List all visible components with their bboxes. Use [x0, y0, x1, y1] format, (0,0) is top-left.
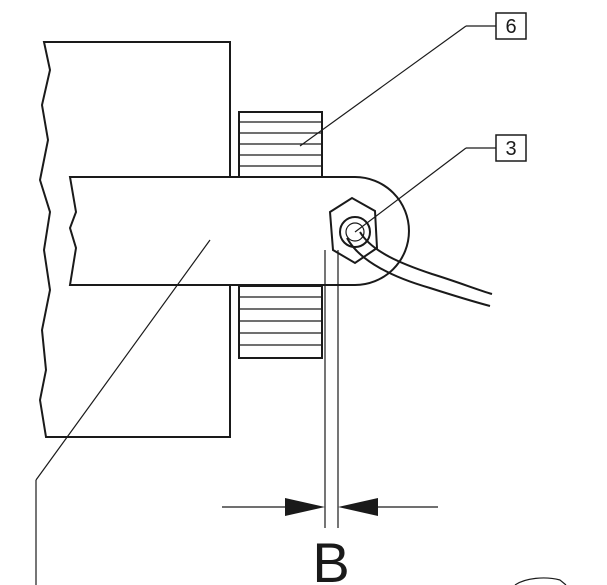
partial-element-bottom-right: [514, 577, 567, 585]
upper-ribbed-spacer: [238, 111, 323, 179]
cable-edge: [359, 231, 493, 295]
callout-6: 6: [299, 12, 527, 147]
callout-6-label: 6: [505, 16, 516, 38]
dimension-arrow-left: [222, 498, 325, 516]
bar-leader-line: [35, 239, 211, 481]
hex-nut: [328, 196, 379, 265]
tie-bar: [68, 176, 410, 286]
callout-3-label: 3: [505, 138, 516, 160]
lower-ribbed-spacer: [238, 285, 323, 359]
dimension-arrow-right: [338, 498, 438, 516]
cable: [346, 237, 491, 307]
dimension-label-b: B: [312, 531, 349, 585]
callout-3: 3: [354, 134, 527, 233]
